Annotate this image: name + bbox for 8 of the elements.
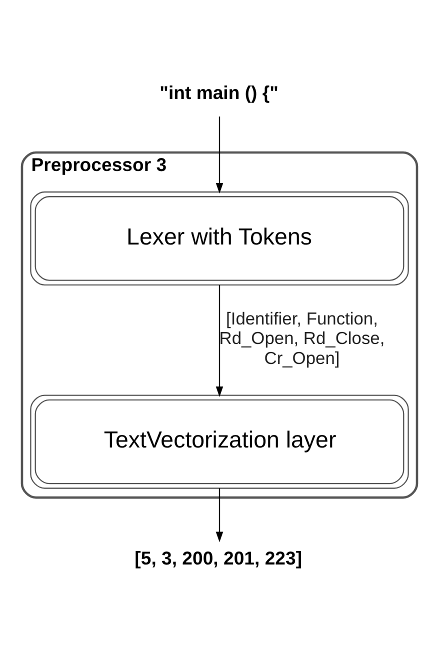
- node-text: [5, 3, 200, 201, 223]: [134, 547, 302, 568]
- arrow: [216, 284, 224, 396]
- arrow: [216, 116, 224, 194]
- arrow: [216, 488, 224, 542]
- node-text: "int main () {": [160, 81, 278, 102]
- node-box: Lexer with Tokens: [30, 190, 409, 286]
- edge-label: [Identifier, Function, Rd_Open, Rd_Close, Cr_Open]: [219, 308, 385, 368]
- node-box: TextVectorization layer: [30, 394, 409, 488]
